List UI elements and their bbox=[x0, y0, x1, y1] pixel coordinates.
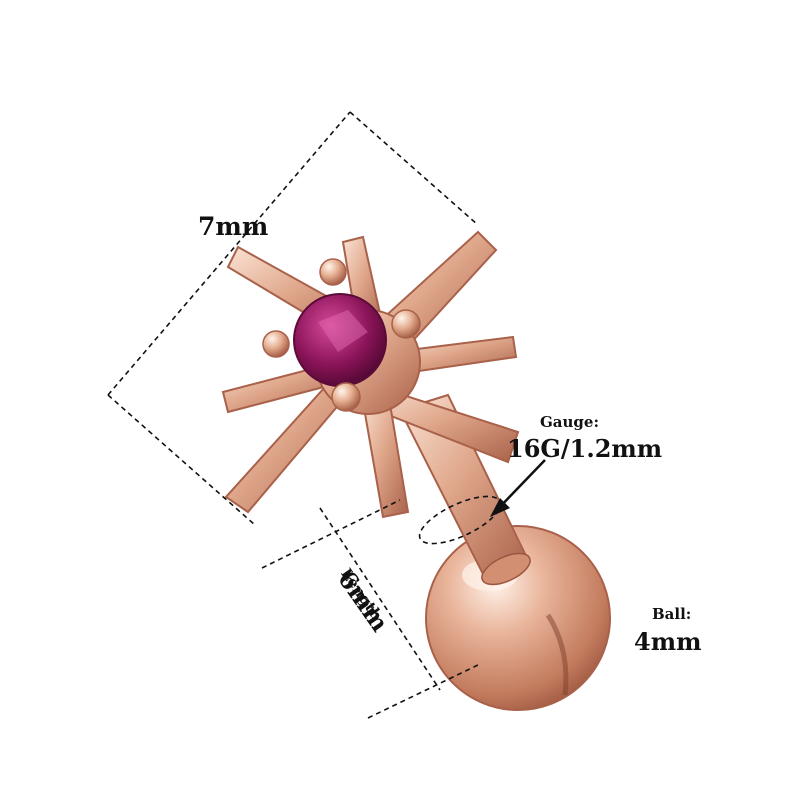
gauge-value: 16G/1.2mm bbox=[507, 434, 663, 463]
star-top bbox=[221, 230, 520, 519]
gauge-title: Gauge: bbox=[540, 413, 600, 431]
prong bbox=[391, 309, 421, 339]
prong bbox=[319, 258, 347, 286]
ball-title: Ball: bbox=[652, 605, 692, 623]
prong bbox=[262, 330, 290, 358]
top-size-label: 7mm bbox=[198, 212, 269, 241]
dimension-lines bbox=[107, 111, 502, 719]
gauge-arrow bbox=[490, 459, 546, 517]
ball-value: 4mm bbox=[634, 627, 702, 656]
prong bbox=[331, 382, 361, 412]
barbell-post bbox=[398, 393, 531, 586]
